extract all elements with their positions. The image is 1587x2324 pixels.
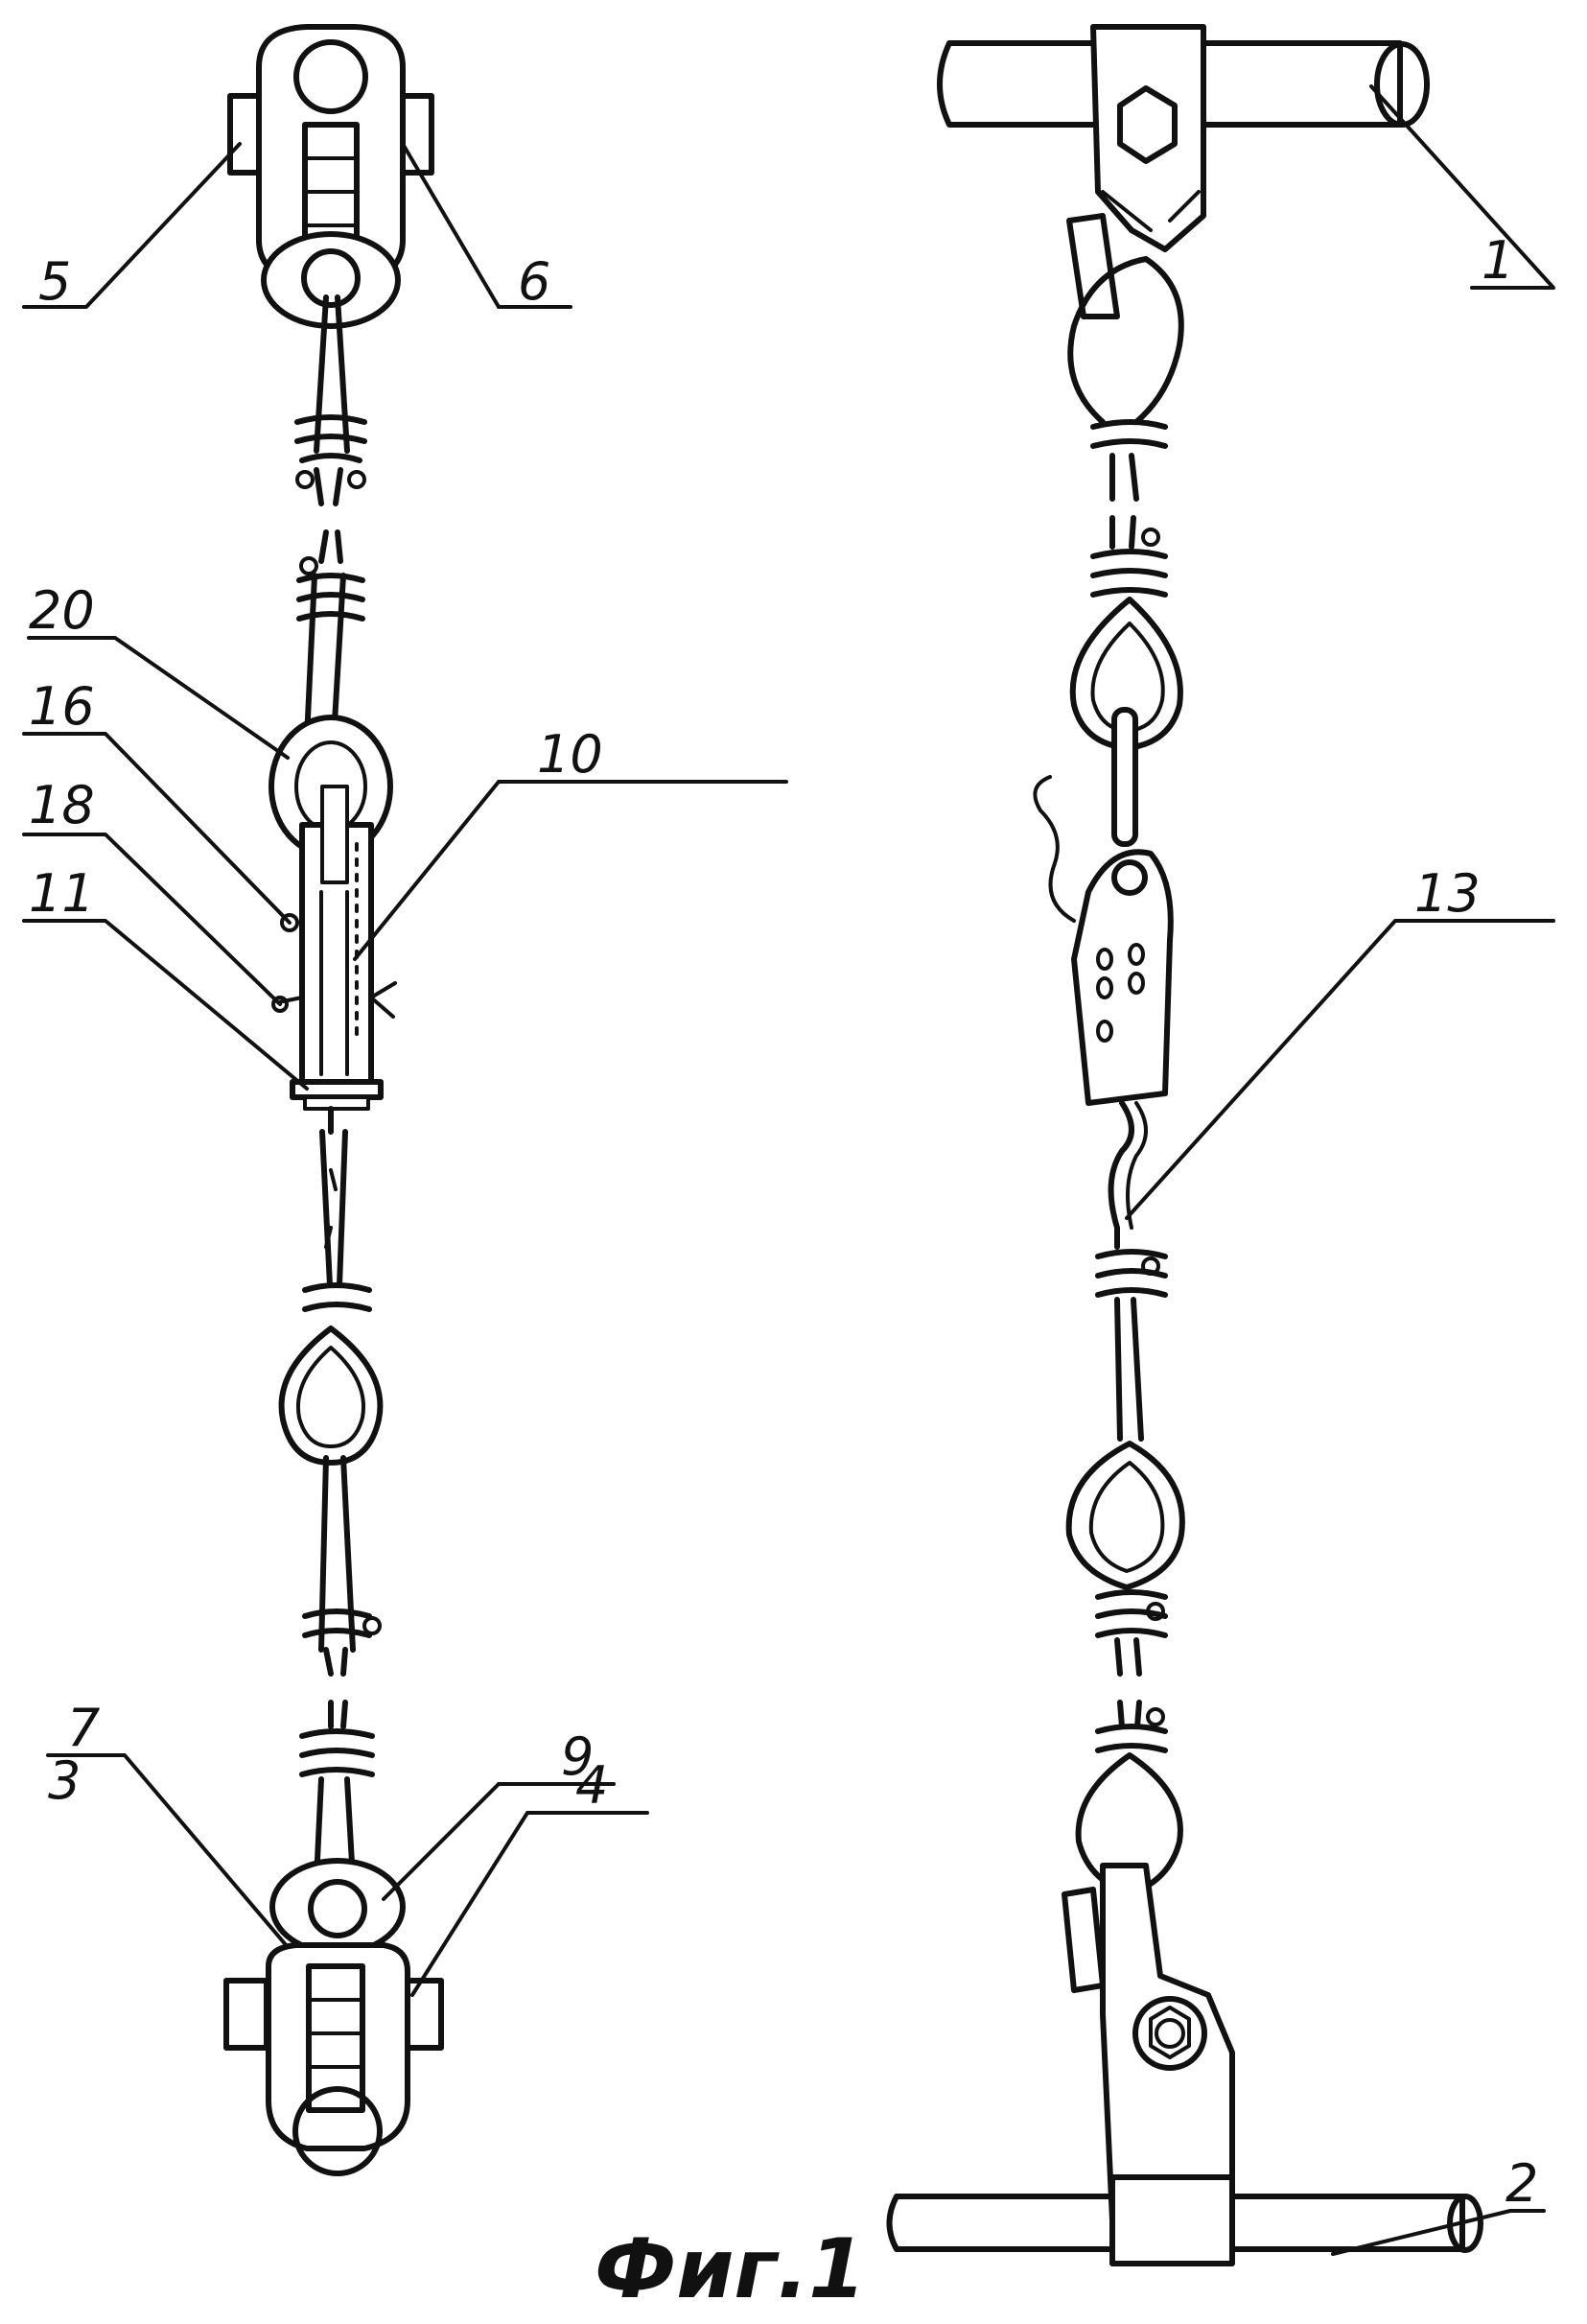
label-1: 1 (1482, 230, 1514, 291)
label-2: 2 (1505, 2153, 1538, 2214)
label-5: 5 (38, 251, 71, 312)
label-4: 4 (575, 1755, 608, 1816)
leader-lines (22, 84, 1555, 2256)
figure-caption: Фиг.1 (595, 2221, 866, 2317)
label-6: 6 (518, 251, 550, 312)
label-16: 16 (29, 676, 95, 737)
label-18: 18 (29, 775, 95, 835)
label-7: 7 (67, 1698, 100, 1758)
label-13: 13 (1414, 863, 1481, 924)
label-20: 20 (29, 580, 95, 641)
bottom-clamp (223, 1858, 444, 2176)
right-assembly (886, 24, 1483, 2266)
top-clamp (227, 24, 434, 329)
left-assembly (223, 24, 444, 2176)
label-9: 9 (561, 1726, 594, 1787)
label-10: 10 (537, 724, 603, 785)
label-3: 3 (48, 1750, 81, 1811)
label-11: 11 (29, 863, 95, 924)
